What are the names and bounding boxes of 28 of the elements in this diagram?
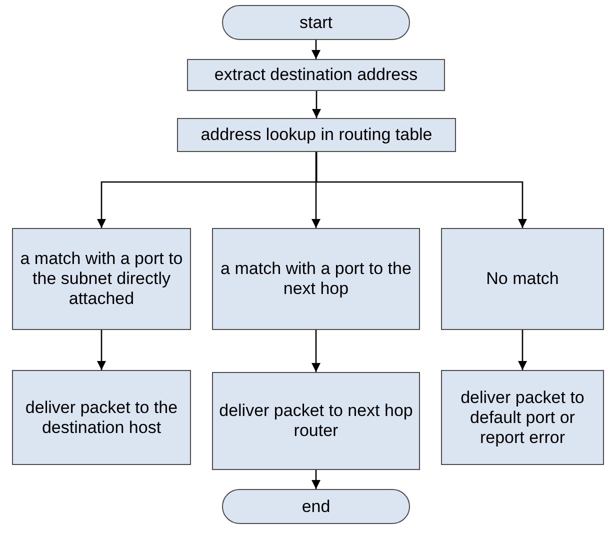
process-box bbox=[441, 228, 604, 330]
arrow bbox=[312, 330, 320, 372]
node-label: deliver packet to default port or report error bbox=[460, 388, 586, 448]
node-label: address lookup in routing table bbox=[200, 125, 432, 145]
arrow bbox=[518, 330, 527, 370]
process-box bbox=[187, 59, 445, 91]
node-label: No match bbox=[486, 269, 559, 289]
arrow bbox=[312, 91, 321, 118]
process-box bbox=[177, 118, 456, 152]
node-label: a match with a port to the subnet directly attached bbox=[19, 249, 184, 309]
arrow bbox=[97, 330, 106, 370]
process-box bbox=[212, 228, 420, 330]
arrow bbox=[312, 470, 320, 489]
node-label: a match with a port to the next hop bbox=[220, 259, 412, 299]
process-box bbox=[441, 370, 604, 465]
process-box bbox=[212, 372, 420, 470]
node-label: deliver packet to the destination host bbox=[24, 398, 179, 438]
arrow bbox=[312, 152, 320, 228]
end-terminal bbox=[222, 489, 410, 524]
node-label: end bbox=[302, 496, 330, 516]
process-box bbox=[12, 370, 191, 465]
process-box bbox=[12, 228, 191, 330]
node-label: deliver packet to next hop router bbox=[218, 401, 414, 441]
node-label: start bbox=[299, 12, 333, 32]
arrow bbox=[312, 40, 320, 59]
start-terminal bbox=[222, 5, 410, 40]
node-label: extract destination address bbox=[214, 65, 418, 85]
arrow bbox=[316, 152, 527, 228]
